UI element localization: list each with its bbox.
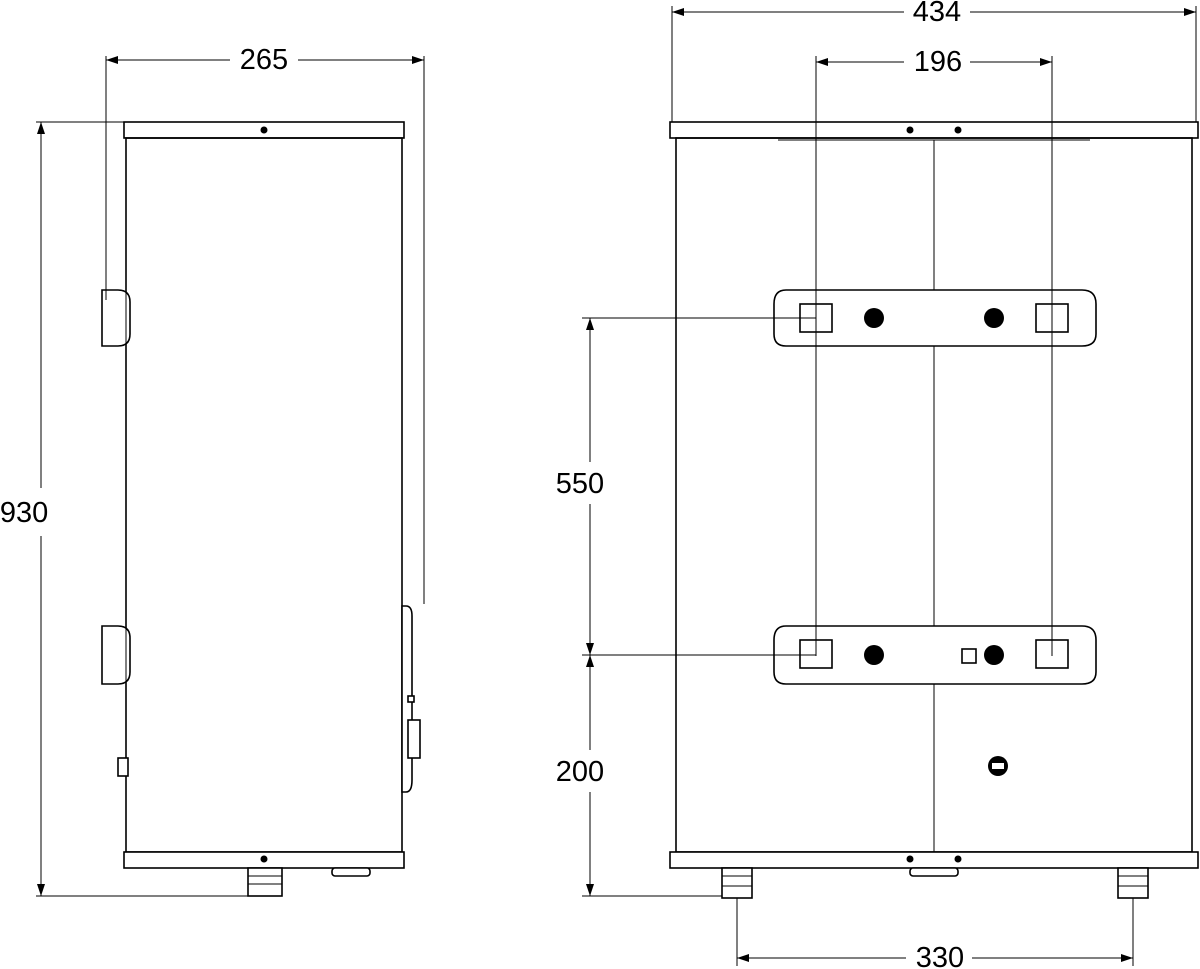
dim-bottom-to-bracket: 200 bbox=[556, 756, 604, 788]
dim-bracket-vertical-spacing: 550 bbox=[556, 468, 604, 500]
front-bracket-upper bbox=[773, 289, 1097, 347]
dim-front-width: 434 bbox=[913, 0, 961, 28]
side-body bbox=[125, 137, 403, 853]
dim-side-height: 930 bbox=[0, 497, 48, 529]
dim-pipe-spacing: 330 bbox=[916, 942, 964, 969]
side-bottom-screw bbox=[260, 855, 268, 863]
side-hook-upper bbox=[101, 289, 131, 347]
front-pipe-left bbox=[721, 867, 753, 899]
dim-bracket-spacing: 196 bbox=[914, 46, 962, 78]
front-bottom-cap bbox=[669, 851, 1199, 869]
side-bottom-fitting bbox=[331, 867, 371, 877]
side-hook-lower bbox=[101, 625, 131, 685]
front-bracket-lower bbox=[773, 625, 1097, 685]
side-view: 265 930 bbox=[0, 44, 425, 897]
dim-side-width: 265 bbox=[240, 44, 288, 76]
front-top-cap bbox=[669, 121, 1199, 139]
side-valve bbox=[117, 757, 129, 777]
front-pipe-right bbox=[1117, 867, 1149, 899]
side-pipe-outlet bbox=[247, 867, 283, 897]
front-view: 434 196 550 200 330 bbox=[556, 0, 1199, 969]
side-top-screw bbox=[260, 126, 268, 134]
